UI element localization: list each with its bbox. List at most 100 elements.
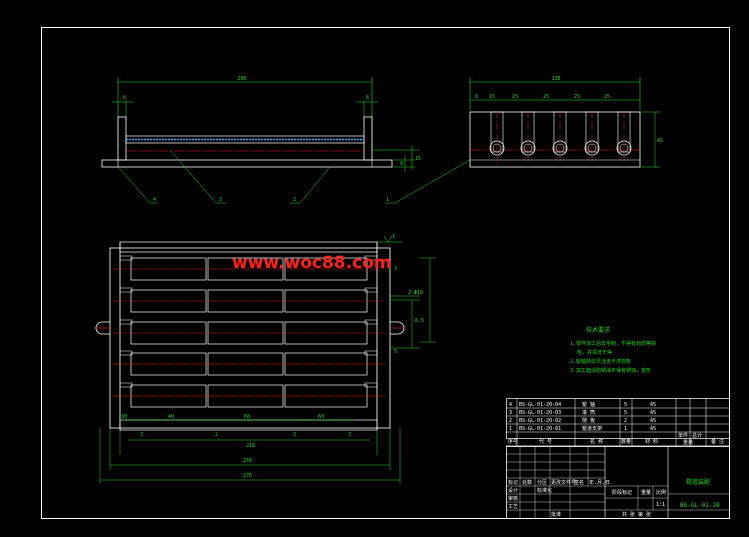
tb-label-count: 处数 [522,479,532,486]
plan-view: 1 2-Φ10 6.5 3 5 30 40 68 60 218 256 276 … [94,234,436,484]
parts-header-1: 代 号 [539,438,552,445]
plan-shaft-end [119,382,133,388]
plan-right-label-3: 5 [394,349,397,355]
parts-row-name: 滚 筒 [582,409,595,416]
side-roller-outer [584,140,600,156]
tb-label-stage: 阶段标记 [612,489,632,496]
plan-callout-3: 3 [293,432,296,438]
plan-shaft-end [119,350,133,356]
parts-row-name: 辊 轴 [582,401,595,408]
tb-label-zone: 分区 [537,479,547,486]
top-dim-right: 8 [366,95,369,101]
technical-requirements: 技术要求 1.零件加工后去毛刺，不得有划伤等缺 陷，并清洗干净 2.辊轴转动灵活… [570,326,656,374]
plan-shaft-end [119,255,133,261]
parts-row-qty: 5 [624,402,627,408]
tb-drawing-name: 辊道装配 [686,478,710,486]
tech-note-line-2: 陷，并清洗干净 [577,349,612,356]
plan-shaft-end [119,319,133,325]
parts-row-code: BS-GL-01-20-04 [519,402,561,408]
parts-header-4: 材 料 [645,438,658,445]
tb-label-sign: 签名 [574,479,584,486]
plan-dim-s3: 68 [244,414,250,420]
side-dim-d1: 8 [475,94,478,100]
side-dim-d3: 25 [512,94,518,100]
top-dim-thickness: 8 [400,161,403,167]
top-dim-left: 8 [123,95,126,101]
side-roller-outer [489,140,505,156]
side-dim-d2: 15 [489,94,495,100]
top-callout-4: 1 [386,197,389,203]
side-roller-inner [555,143,565,153]
tb-label-mark: 标记 [508,479,518,486]
plan-shaft-end [119,287,133,293]
plan-rollers [113,255,386,408]
side-rollers [489,111,632,167]
plan-holes: 2-Φ10 [408,290,423,296]
parts-header-2: 名 称 [590,438,603,445]
side-roller-inner [492,143,502,153]
parts-header-5: 单件 [678,432,688,439]
parts-header-6: 总计 [692,432,702,439]
parts-row-qty: 1 [624,426,627,432]
parts-row-material: 45 [650,426,656,432]
tb-scale-value: 1:1 [656,502,665,508]
side-roller-outer [552,140,568,156]
parts-row-index: 2 [509,418,512,424]
parts-row-material: 45 [650,402,656,408]
side-view: 138 8 15 25 25 25 25 45 [469,76,663,168]
side-roller-inner [587,143,597,153]
tech-note-line-3: 2.辊轴转动灵活无卡滞现象 [570,358,631,365]
plan-dim-s2: 40 [168,414,174,420]
tb-label-weight: 重量 [641,489,651,496]
parts-weight-label: 重量 [683,439,693,446]
top-dim-height: 15 [415,156,421,162]
title-block: 标记 处数 分区 更改文件号 签名 年.月.日 设计 标准化 审核 工艺 批准 … [506,446,730,519]
top-dim-overall: 206 [237,76,246,82]
plan-callout-1: 3 [140,432,143,438]
side-roller-inner [619,143,629,153]
tb-label-standard: 标准化 [537,487,552,494]
side-dim-d6: 25 [604,94,610,100]
tech-notes-title: 技术要求 [586,326,610,334]
drawing-border [41,27,730,519]
tb-label-review: 审核 [508,495,518,502]
side-dim-d5: 25 [574,94,580,100]
tb-label-approve: 批准 [551,511,561,518]
tech-note-line-1: 1.零件加工后去毛刺，不得有划伤等缺 [570,340,656,347]
parts-row-index: 3 [509,410,512,416]
side-roller-outer [520,140,536,156]
side-dim-overall: 138 [551,76,560,82]
tb-drawing-number: BS-GL-01-20 [680,502,720,509]
parts-row-name: 侧 板 [582,417,595,424]
top-view: 206 8 8 8 15 4 3 2 1 [101,76,471,204]
plan-roll-dim: 6.5 [415,318,424,324]
plan-dim-s1: 30 [121,414,127,420]
plan-dim-inner: 218 [246,443,255,449]
parts-row-code: BS-GL-01-20-03 [519,410,561,416]
parts-row-qty: 2 [624,418,627,424]
parts-header-7: 备 注 [711,438,724,445]
tb-label-sheets: 共 张 第 张 [622,511,651,518]
plan-dim-outer: 276 [243,473,252,479]
top-callout-3: 2 [293,197,296,203]
parts-row-index: 1 [509,426,512,432]
parts-header-3: 数量 [621,438,631,445]
parts-row-code: BS-GL-01-20-01 [519,426,561,432]
side-dim-d4: 25 [543,94,549,100]
plan-callout-2: 2 [215,432,218,438]
top-callout-2: 3 [219,197,222,203]
plan-dim-s4: 60 [318,414,324,420]
plan-right-label-1: 1 [392,234,395,240]
plan-right-label-2: 3 [394,266,397,272]
tb-label-design: 设计 [508,487,518,494]
parts-row-qty: 5 [624,410,627,416]
parts-row-material: 45 [650,418,656,424]
plan-dim-middle: 256 [243,458,252,464]
tech-note-line-4: 3.加工面涂防锈油不得有锈蚀，变形 [570,367,651,374]
parts-row-material: 45 [650,410,656,416]
parts-header-0: 序号 [508,438,518,445]
tb-label-scale: 比例 [656,489,666,496]
